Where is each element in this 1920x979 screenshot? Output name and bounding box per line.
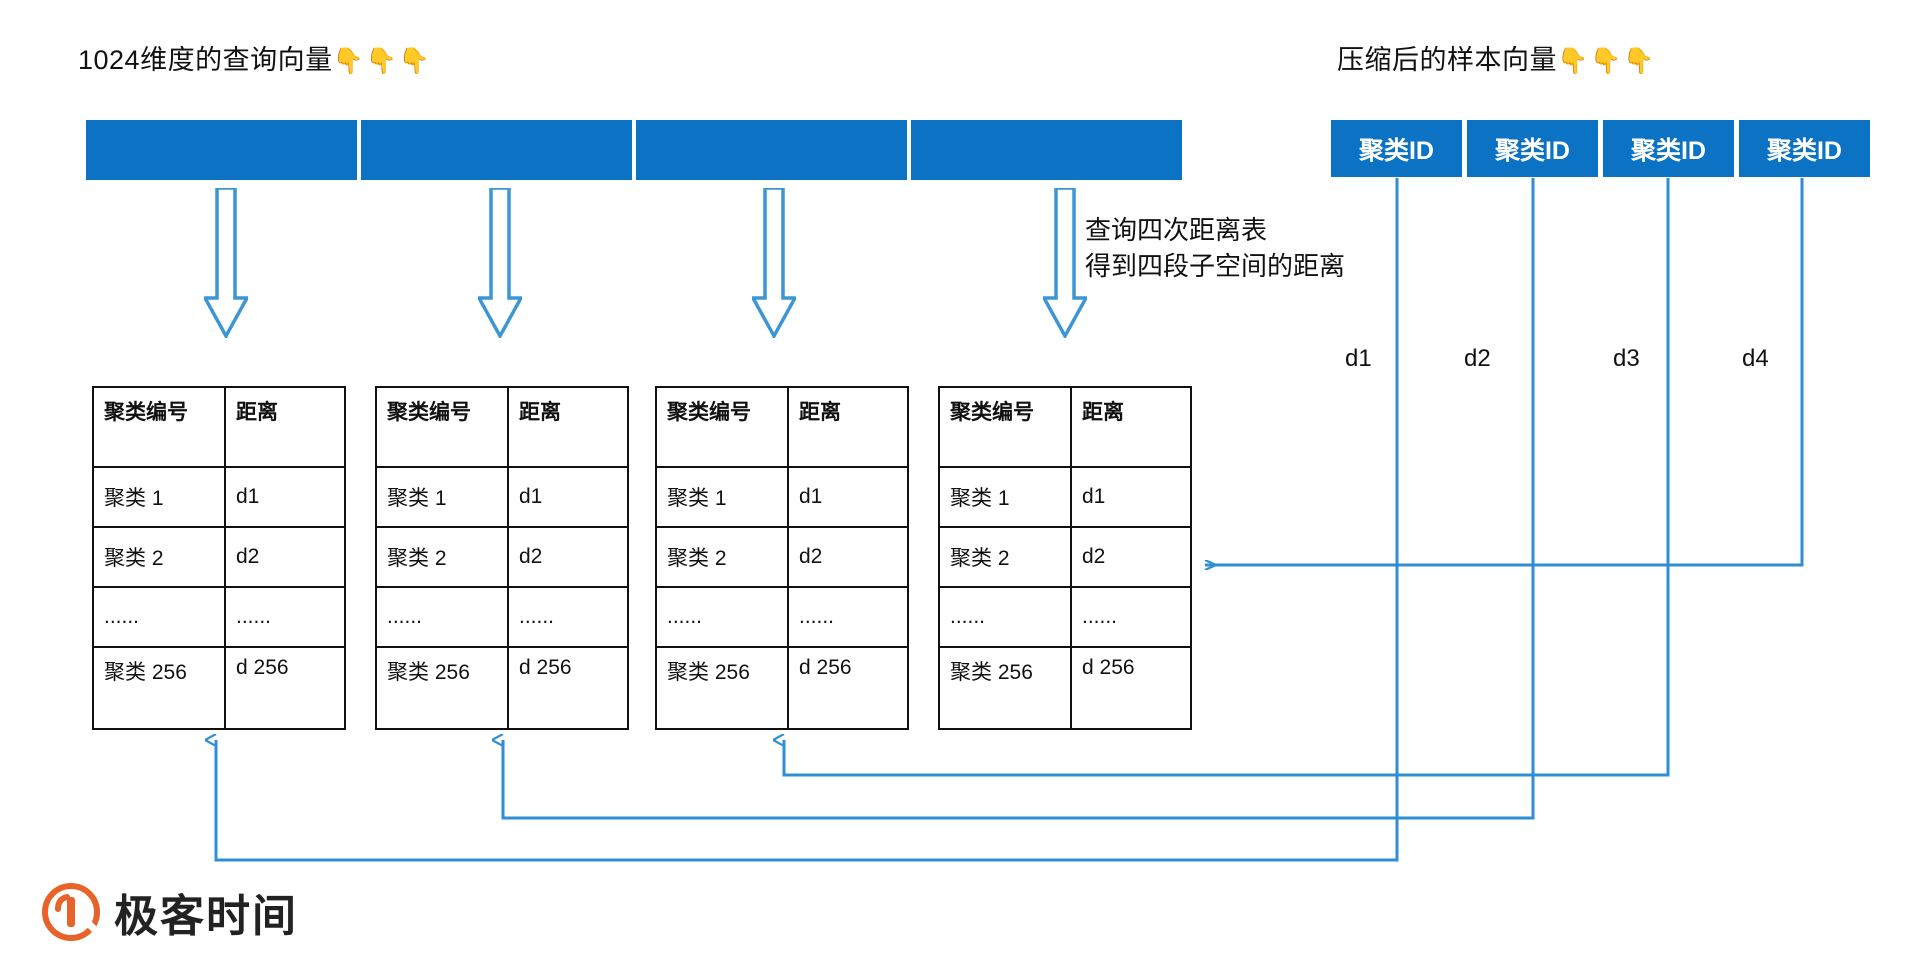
table-row: 聚类 2 d2 <box>655 526 909 588</box>
down-arrow-icon-3 <box>752 188 796 338</box>
distance-label-d2: d2 <box>1464 345 1491 372</box>
table-row: ...... ...... <box>938 586 1192 648</box>
table-row: ...... ...... <box>375 586 629 648</box>
query-vector-segment-4 <box>911 120 1182 180</box>
table-row: 聚类 1 d1 <box>92 466 346 528</box>
distance-label-d4: d4 <box>1742 345 1769 372</box>
cell-distance: ...... <box>507 586 629 648</box>
table-header-cluster: 聚类编号 <box>938 386 1072 468</box>
table-header-distance: 距离 <box>1070 386 1192 468</box>
cell-cluster: ...... <box>655 586 789 648</box>
annotation-line-1: 查询四次距离表 <box>1085 215 1268 245</box>
table-row: 聚类 1 d1 <box>375 466 629 528</box>
cell-distance: ...... <box>787 586 909 648</box>
distance-label-d1: d1 <box>1345 345 1372 372</box>
logo-text: 极客时间 <box>114 892 298 941</box>
compressed-cell-4: 聚类ID <box>1739 120 1870 177</box>
table-header-row: 聚类编号 距离 <box>92 386 346 468</box>
compressed-cell-2: 聚类ID <box>1467 120 1598 177</box>
table-header-cluster: 聚类编号 <box>655 386 789 468</box>
table-row: 聚类 2 d2 <box>92 526 346 588</box>
down-arrow-icon-2 <box>478 188 522 338</box>
cell-distance: ...... <box>224 586 346 648</box>
table-header-distance: 距离 <box>224 386 346 468</box>
table-header-row: 聚类编号 距离 <box>655 386 909 468</box>
left-title: 1024维度的查询向量👇👇👇 <box>78 38 432 77</box>
cell-cluster: 聚类 256 <box>92 646 226 730</box>
query-vector-bar <box>86 120 1182 180</box>
query-vector-divider <box>632 120 636 180</box>
table-row: 聚类 256 d 256 <box>92 646 346 730</box>
cell-distance: d1 <box>1070 466 1192 528</box>
table-row: 聚类 256 d 256 <box>375 646 629 730</box>
query-vector-divider <box>357 120 361 180</box>
query-vector-segment-3 <box>636 120 907 180</box>
down-arrow-icon-1 <box>204 188 248 338</box>
left-title-hands-icon: 👇👇👇 <box>332 47 432 75</box>
cell-distance: d2 <box>224 526 346 588</box>
distance-table-3: 聚类编号 距离 聚类 1 d1 聚类 2 d2 ...... ...... 聚类… <box>655 386 909 730</box>
distance-table-1: 聚类编号 距离 聚类 1 d1 聚类 2 d2 ...... ...... 聚类… <box>92 386 346 730</box>
cell-distance: d 256 <box>787 646 909 730</box>
cell-distance: d 256 <box>224 646 346 730</box>
table-row: ...... ...... <box>655 586 909 648</box>
cell-cluster: 聚类 2 <box>375 526 509 588</box>
cell-cluster: 聚类 256 <box>375 646 509 730</box>
geektime-logo-icon <box>42 883 100 941</box>
geektime-logo: 极客时间 <box>42 880 298 944</box>
table-header-row: 聚类编号 距离 <box>375 386 629 468</box>
cell-cluster: ...... <box>375 586 509 648</box>
table-row: 聚类 256 d 256 <box>655 646 909 730</box>
down-arrow-icon-4 <box>1043 188 1087 338</box>
cell-cluster: ...... <box>938 586 1072 648</box>
distance-table-4: 聚类编号 距离 聚类 1 d1 聚类 2 d2 ...... ...... 聚类… <box>938 386 1192 730</box>
query-vector-divider <box>907 120 911 180</box>
cell-cluster: 聚类 2 <box>655 526 789 588</box>
table-header-distance: 距离 <box>507 386 629 468</box>
right-title-hands-icon: 👇👇👇 <box>1557 47 1657 75</box>
table-header-distance: 距离 <box>787 386 909 468</box>
table-header-row: 聚类编号 距离 <box>938 386 1192 468</box>
left-title-text: 1024维度的查询向量 <box>78 45 333 75</box>
cell-distance: d2 <box>1070 526 1192 588</box>
table-row: 聚类 1 d1 <box>938 466 1192 528</box>
cell-distance: d1 <box>224 466 346 528</box>
table-row: 聚类 2 d2 <box>938 526 1192 588</box>
cell-cluster: 聚类 256 <box>938 646 1072 730</box>
table-header-cluster: 聚类编号 <box>92 386 226 468</box>
cell-distance: d 256 <box>1070 646 1192 730</box>
cell-distance: d 256 <box>507 646 629 730</box>
cell-cluster: 聚类 1 <box>938 466 1072 528</box>
right-title-text: 压缩后的样本向量 <box>1337 45 1557 75</box>
compressed-cell-3: 聚类ID <box>1603 120 1734 177</box>
compressed-cell-1: 聚类ID <box>1331 120 1462 177</box>
compressed-vector-bar: 聚类ID 聚类ID 聚类ID 聚类ID <box>1331 120 1870 177</box>
cell-cluster: 聚类 1 <box>92 466 226 528</box>
cell-cluster: ...... <box>92 586 226 648</box>
table-row: 聚类 1 d1 <box>655 466 909 528</box>
cell-cluster: 聚类 2 <box>938 526 1072 588</box>
annotation-text: 查询四次距离表 得到四段子空间的距离 <box>1085 212 1345 284</box>
distance-table-2: 聚类编号 距离 聚类 1 d1 聚类 2 d2 ...... ...... 聚类… <box>375 386 629 730</box>
table-row: ...... ...... <box>92 586 346 648</box>
cell-cluster: 聚类 1 <box>655 466 789 528</box>
query-vector-segment-1 <box>86 120 357 180</box>
cell-cluster: 聚类 256 <box>655 646 789 730</box>
table-row: 聚类 2 d2 <box>375 526 629 588</box>
cell-distance: d1 <box>787 466 909 528</box>
cell-distance: d2 <box>787 526 909 588</box>
table-row: 聚类 256 d 256 <box>938 646 1192 730</box>
annotation-line-2: 得到四段子空间的距离 <box>1085 251 1346 281</box>
cell-cluster: 聚类 1 <box>375 466 509 528</box>
cell-distance: d1 <box>507 466 629 528</box>
cell-distance: d2 <box>507 526 629 588</box>
cell-cluster: 聚类 2 <box>92 526 226 588</box>
distance-label-d3: d3 <box>1613 345 1640 372</box>
cell-distance: ...... <box>1070 586 1192 648</box>
table-header-cluster: 聚类编号 <box>375 386 509 468</box>
query-vector-segment-2 <box>361 120 632 180</box>
right-title: 压缩后的样本向量👇👇👇 <box>1337 38 1656 77</box>
